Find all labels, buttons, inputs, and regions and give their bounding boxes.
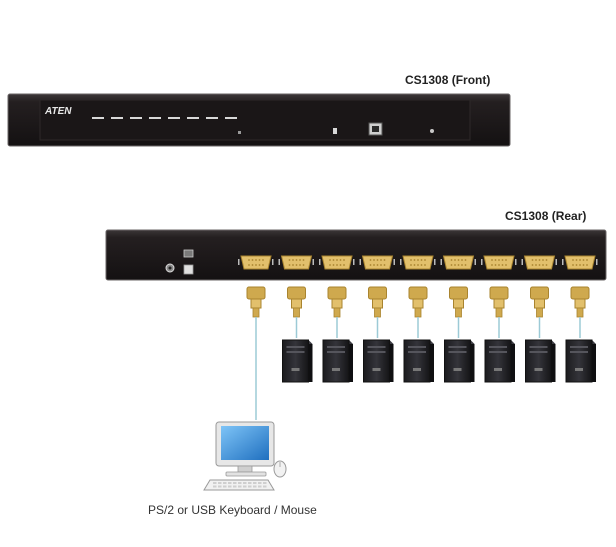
vga-connector-icon: [564, 255, 596, 270]
cable-plug-1: [287, 286, 306, 318]
vga-connector-icon: [442, 255, 475, 270]
console-caption: PS/2 or USB Keyboard / Mouse: [148, 503, 317, 517]
computer-tower-icon: [525, 339, 556, 383]
vga-connector-icon: [321, 255, 353, 270]
front-panel: ATEN: [7, 93, 511, 147]
console-cable-plug: [246, 286, 266, 318]
port-led-2: [111, 117, 123, 119]
port-led-3: [130, 117, 142, 119]
vga-port-1: [278, 255, 314, 270]
vga-connector-icon: [361, 255, 394, 270]
vga-port-3: [359, 255, 395, 270]
vga-port-4: [400, 255, 436, 270]
rj45-port-icon: [368, 122, 383, 136]
port-led-4: [149, 117, 161, 119]
vga-port-8: [562, 255, 598, 270]
computer-tower-icon: [484, 339, 515, 383]
computer-tower-icon: [282, 339, 313, 383]
vga-port-7: [521, 255, 557, 270]
port-led-8: [225, 117, 237, 119]
computer-tower-icon: [444, 339, 475, 383]
rear-vga-ports: [238, 255, 598, 270]
aten-logo: ATEN: [44, 106, 72, 117]
cable-plug-7: [530, 286, 549, 318]
console-vga-port: [238, 255, 274, 270]
cable-plug-6: [489, 286, 509, 318]
port-led-7: [206, 117, 218, 119]
front-indicator: [238, 131, 241, 134]
front-port-leds: [92, 117, 237, 119]
vga-connector-icon: [240, 255, 272, 270]
keyboard-icon: [203, 479, 275, 491]
vga-port-6: [481, 255, 517, 270]
vga-connector-icon: [402, 255, 434, 270]
vga-connector-icon: [523, 255, 556, 270]
computer-cables: [246, 286, 590, 338]
vga-connector-icon: [483, 255, 515, 270]
port-led-6: [187, 117, 199, 119]
power-switch-icon: [165, 263, 175, 273]
computer-tower-icon: [565, 339, 596, 383]
mouse-icon: [273, 460, 287, 478]
power-socket-icon: [183, 249, 194, 258]
cable-plug-4: [408, 286, 428, 318]
rear-title: CS1308 (Rear): [505, 209, 587, 223]
monitor-icon: [215, 421, 275, 477]
usb-port-icon: [333, 128, 337, 134]
console-station: [203, 421, 287, 491]
computer-towers: [282, 339, 596, 383]
rear-panel: [105, 229, 607, 281]
computer-tower-icon: [403, 339, 434, 383]
vga-port-2: [319, 255, 355, 270]
front-button: [430, 129, 434, 133]
port-led-1: [92, 117, 104, 119]
port-led-5: [168, 117, 180, 119]
ps2-port-icon: [183, 264, 194, 275]
computer-tower-icon: [363, 339, 394, 383]
cable-plug-2: [327, 286, 347, 318]
vga-connector-icon: [280, 255, 313, 270]
computer-tower-icon: [322, 339, 353, 383]
cable-plug-8: [570, 286, 590, 318]
vga-port-5: [440, 255, 476, 270]
cable-plug-5: [449, 286, 468, 318]
cable-plug-3: [368, 286, 387, 318]
front-title: CS1308 (Front): [405, 73, 491, 87]
